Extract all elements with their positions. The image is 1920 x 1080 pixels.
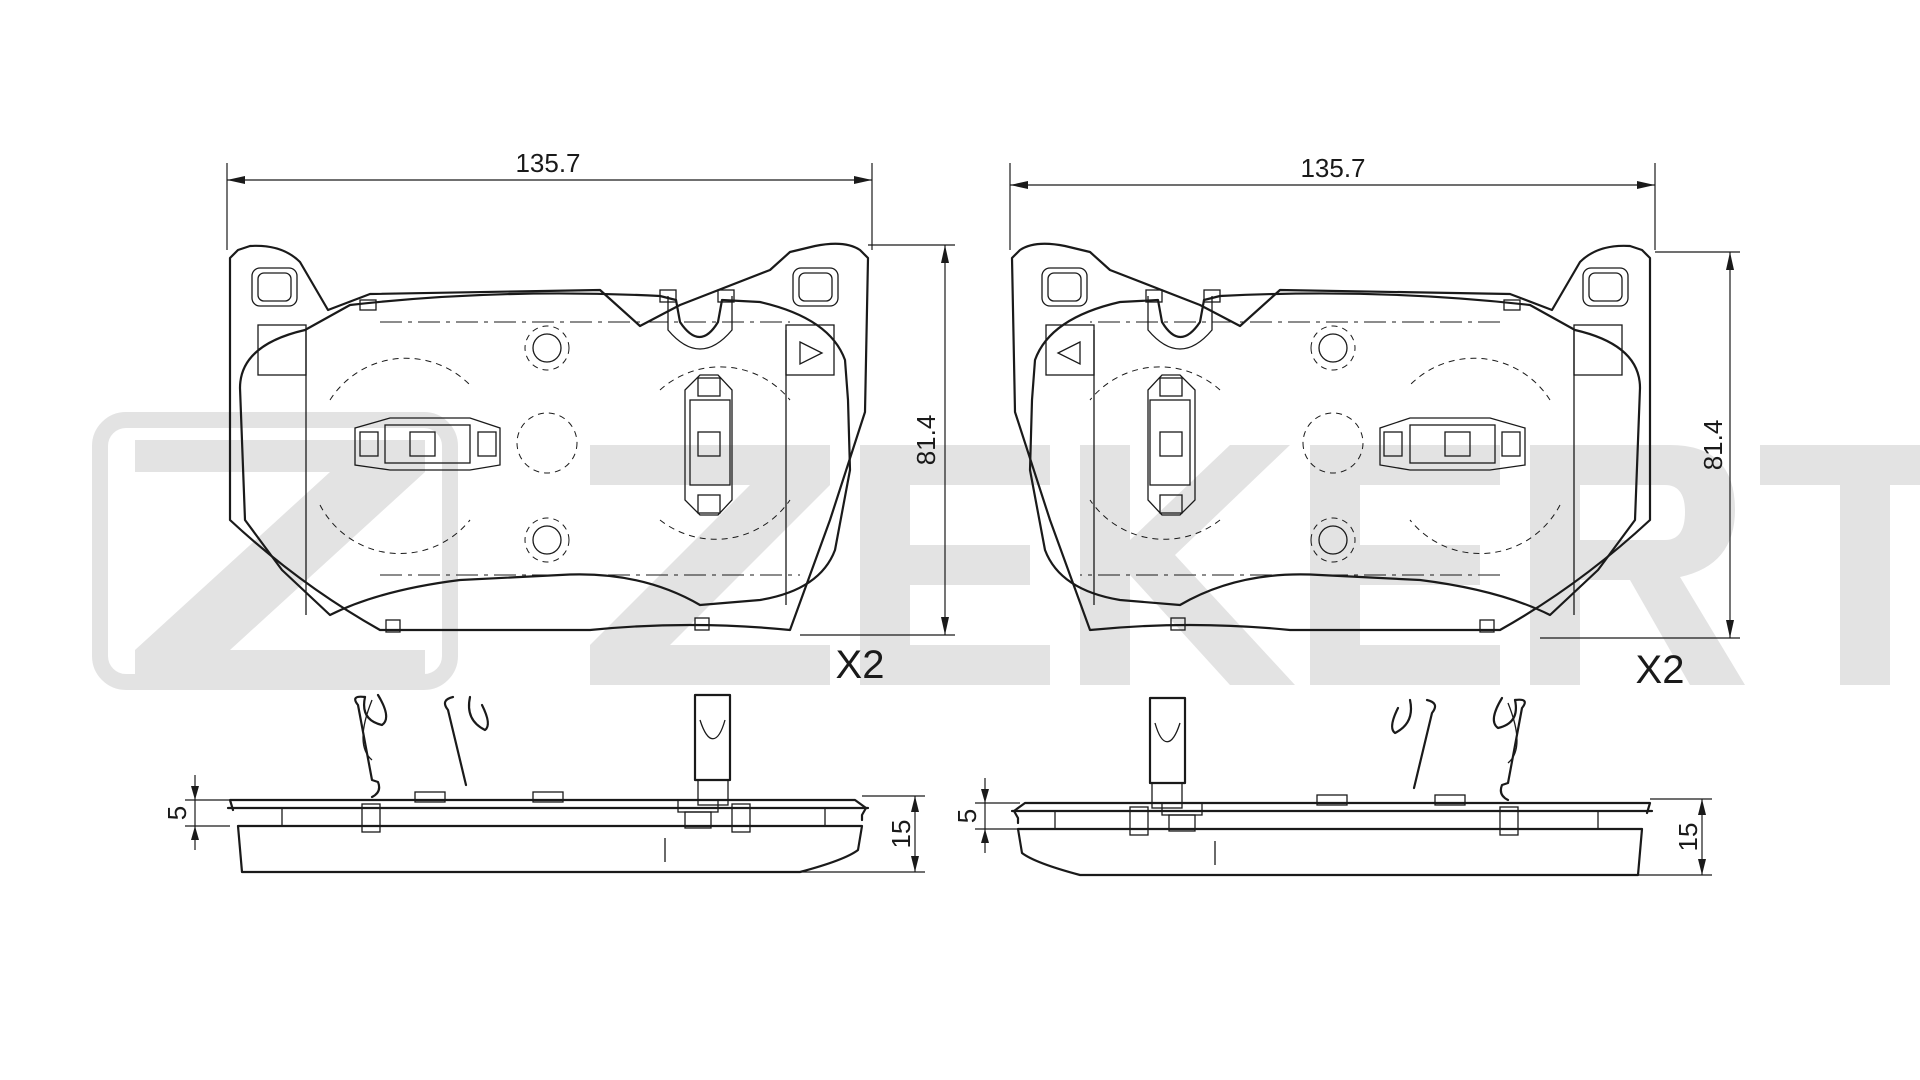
left-side-small-label: 5 — [162, 806, 192, 820]
right-pad-height-label: 81.4 — [1698, 420, 1728, 471]
right-pad-quantity-label: X2 — [1636, 648, 1685, 692]
right-side-small-label: 5 — [952, 809, 982, 823]
left-side-big-label: 15 — [886, 820, 916, 849]
right-side-big-label: 15 — [1673, 823, 1703, 852]
right-pad-height-dimension — [1540, 251, 1740, 639]
zekert-watermark — [92, 412, 1920, 690]
left-pad-top-view — [228, 242, 870, 633]
left-pad-width-dimension — [226, 163, 873, 250]
left-side-big-dimension — [800, 795, 925, 873]
right-side-small-dimension — [975, 778, 1020, 853]
right-side-big-dimension — [1600, 798, 1712, 876]
left-pad-height-dimension — [800, 244, 955, 636]
left-pad-quantity-label: X2 — [836, 643, 885, 687]
right-pad-side-view — [1010, 696, 1654, 877]
left-pad-width-label: 135.7 — [515, 148, 580, 178]
left-side-small-dimension — [185, 775, 230, 850]
left-pad-height-label: 81.4 — [911, 415, 941, 466]
right-pad-top-view — [1010, 242, 1652, 633]
right-pad-width-dimension — [1009, 163, 1656, 250]
left-pad-side-view — [226, 693, 870, 874]
right-pad-width-label: 135.7 — [1300, 153, 1365, 183]
